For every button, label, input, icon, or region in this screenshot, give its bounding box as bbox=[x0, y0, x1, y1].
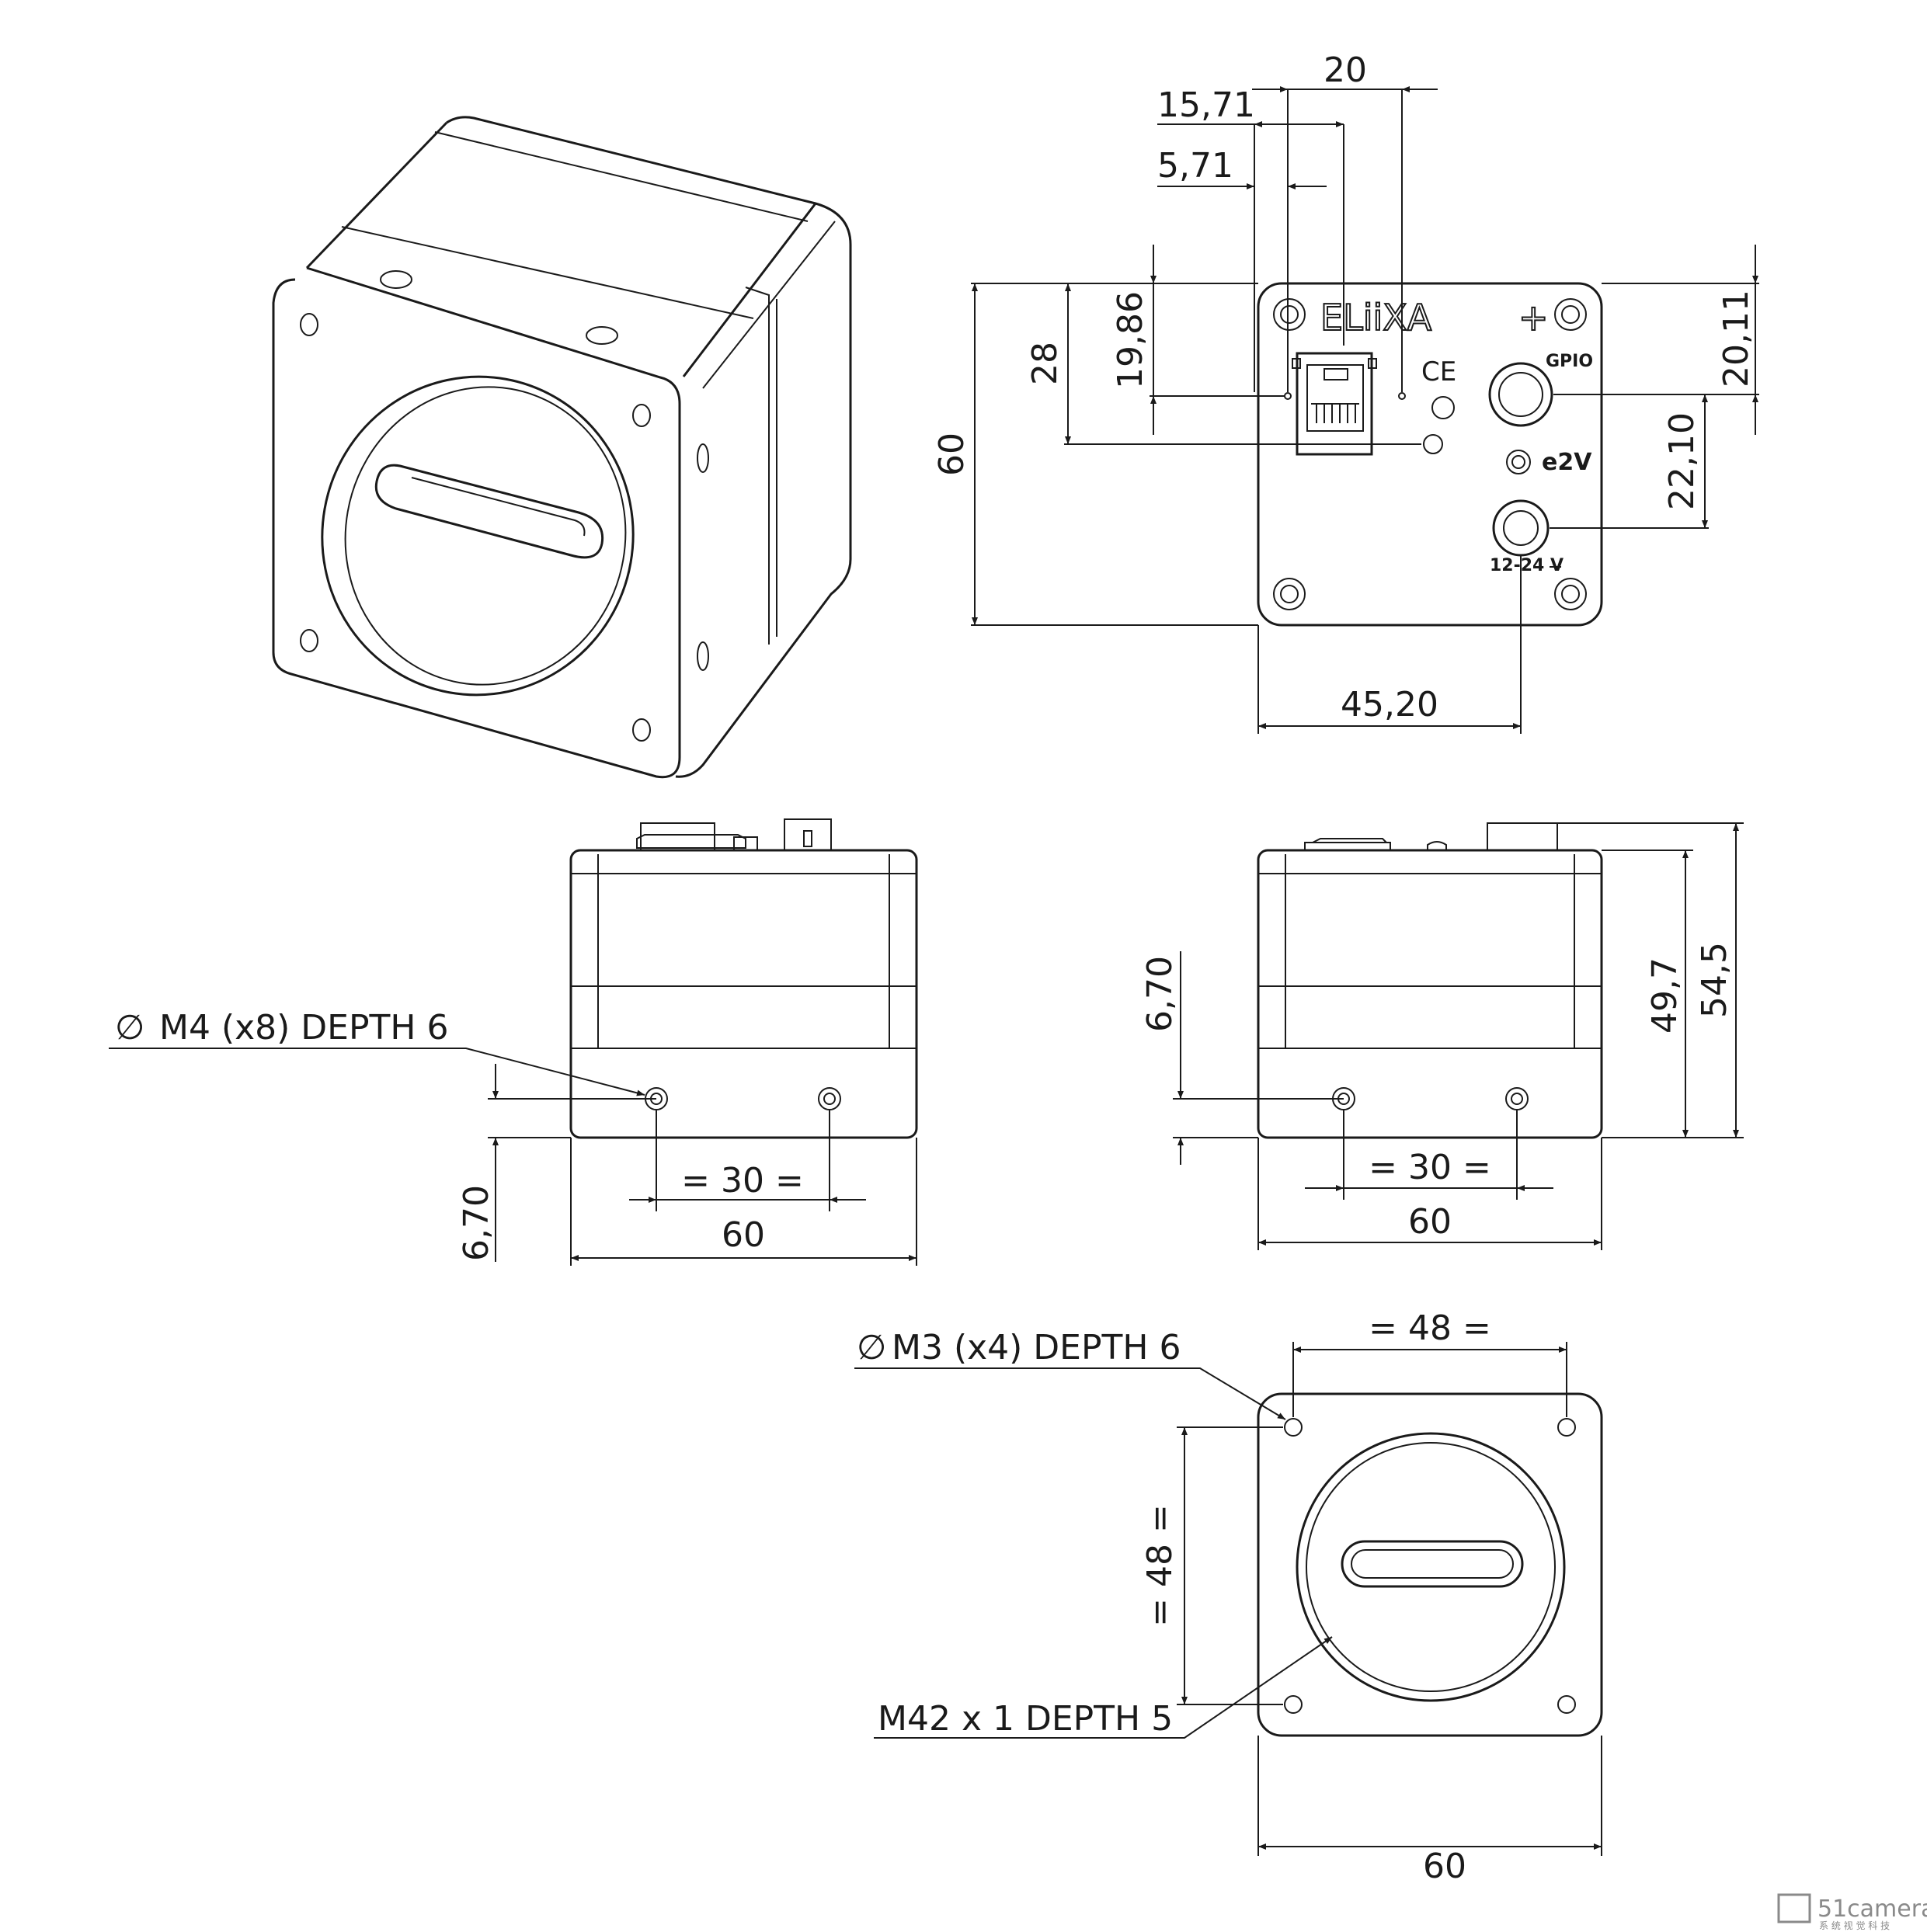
power-label: 12-24 V bbox=[1490, 556, 1564, 575]
isometric-view bbox=[272, 116, 852, 779]
dim-48-h: = 48 = bbox=[1369, 1308, 1491, 1348]
m3-hole bbox=[1284, 1695, 1303, 1714]
dim-60-front: 60 bbox=[1423, 1847, 1466, 1886]
dim-30-left: = 30 = bbox=[681, 1161, 804, 1201]
m42-mount bbox=[1296, 1432, 1566, 1702]
watermark: 51camera 系 统 视 觉 科 技 bbox=[1777, 1893, 1927, 1931]
dim-6-70-right: 6,70 bbox=[1140, 956, 1180, 1032]
e2v-logo: e2V bbox=[1542, 449, 1592, 476]
dim-6-70-left: 6,70 bbox=[457, 1185, 496, 1261]
dim-15-71: 15,71 bbox=[1157, 85, 1255, 125]
back-view: ELiiXA + CE GPIO e2V 12-24 V 20 bbox=[932, 50, 1759, 734]
watermark-subtext: 系 统 视 觉 科 技 bbox=[1819, 1920, 1890, 1931]
dim-48-v: = 48 = bbox=[1140, 1504, 1180, 1627]
dim-49-7: 49,7 bbox=[1645, 957, 1685, 1034]
dim-19-86: 19,86 bbox=[1111, 291, 1150, 389]
dim-45-20: 45,20 bbox=[1341, 685, 1438, 724]
diameter-symbol: ∅ bbox=[115, 1008, 144, 1048]
note-m42: M42 x 1 DEPTH 5 bbox=[878, 1699, 1173, 1739]
gpio-label: GPIO bbox=[1546, 352, 1593, 371]
dim-60-left: 60 bbox=[932, 433, 972, 476]
dim-22-10: 22,10 bbox=[1662, 412, 1702, 510]
dim-20: 20 bbox=[1324, 50, 1367, 90]
front-view: ∅ M3 (x4) DEPTH 6 = 48 = = 48 = M42 x 1 … bbox=[854, 1308, 1603, 1886]
gpio-connector bbox=[1488, 362, 1553, 427]
m4-hole bbox=[1505, 1087, 1529, 1110]
dim-28: 28 bbox=[1025, 342, 1065, 385]
dim-60-side-right: 60 bbox=[1408, 1202, 1452, 1242]
side-view-left: ∅ M4 (x8) DEPTH 6 6,70 = 30 = 60 bbox=[109, 818, 918, 1266]
dim-60-side-left: 60 bbox=[722, 1215, 765, 1255]
watermark-text: 51camera bbox=[1817, 1896, 1927, 1923]
m3-hole bbox=[1557, 1695, 1576, 1714]
dim-20-11: 20,11 bbox=[1717, 290, 1756, 387]
diameter-symbol-m3: ∅ bbox=[857, 1328, 886, 1367]
ce-mark: CE bbox=[1421, 356, 1456, 387]
note-m3: M3 (x4) DEPTH 6 bbox=[892, 1328, 1181, 1367]
side-view-right: 6,70 = 30 = 60 49,7 54,5 bbox=[1140, 822, 1744, 1250]
note-m4: M4 (x8) DEPTH 6 bbox=[159, 1008, 448, 1048]
m4-hole bbox=[818, 1087, 841, 1110]
watermark-logo-icon bbox=[1777, 1893, 1811, 1923]
dim-54-5: 54,5 bbox=[1695, 942, 1734, 1018]
m3-hole bbox=[1557, 1418, 1576, 1437]
power-connector bbox=[1492, 499, 1550, 557]
eliixa-logo: ELiiXA bbox=[1320, 297, 1432, 339]
dim-5-71: 5,71 bbox=[1157, 146, 1233, 186]
ground-icon bbox=[1431, 396, 1455, 419]
logo-plus: + bbox=[1518, 297, 1549, 339]
m3-hole bbox=[1284, 1418, 1303, 1437]
sensor-slot bbox=[1341, 1540, 1524, 1588]
dim-30-right: = 30 = bbox=[1369, 1148, 1491, 1187]
